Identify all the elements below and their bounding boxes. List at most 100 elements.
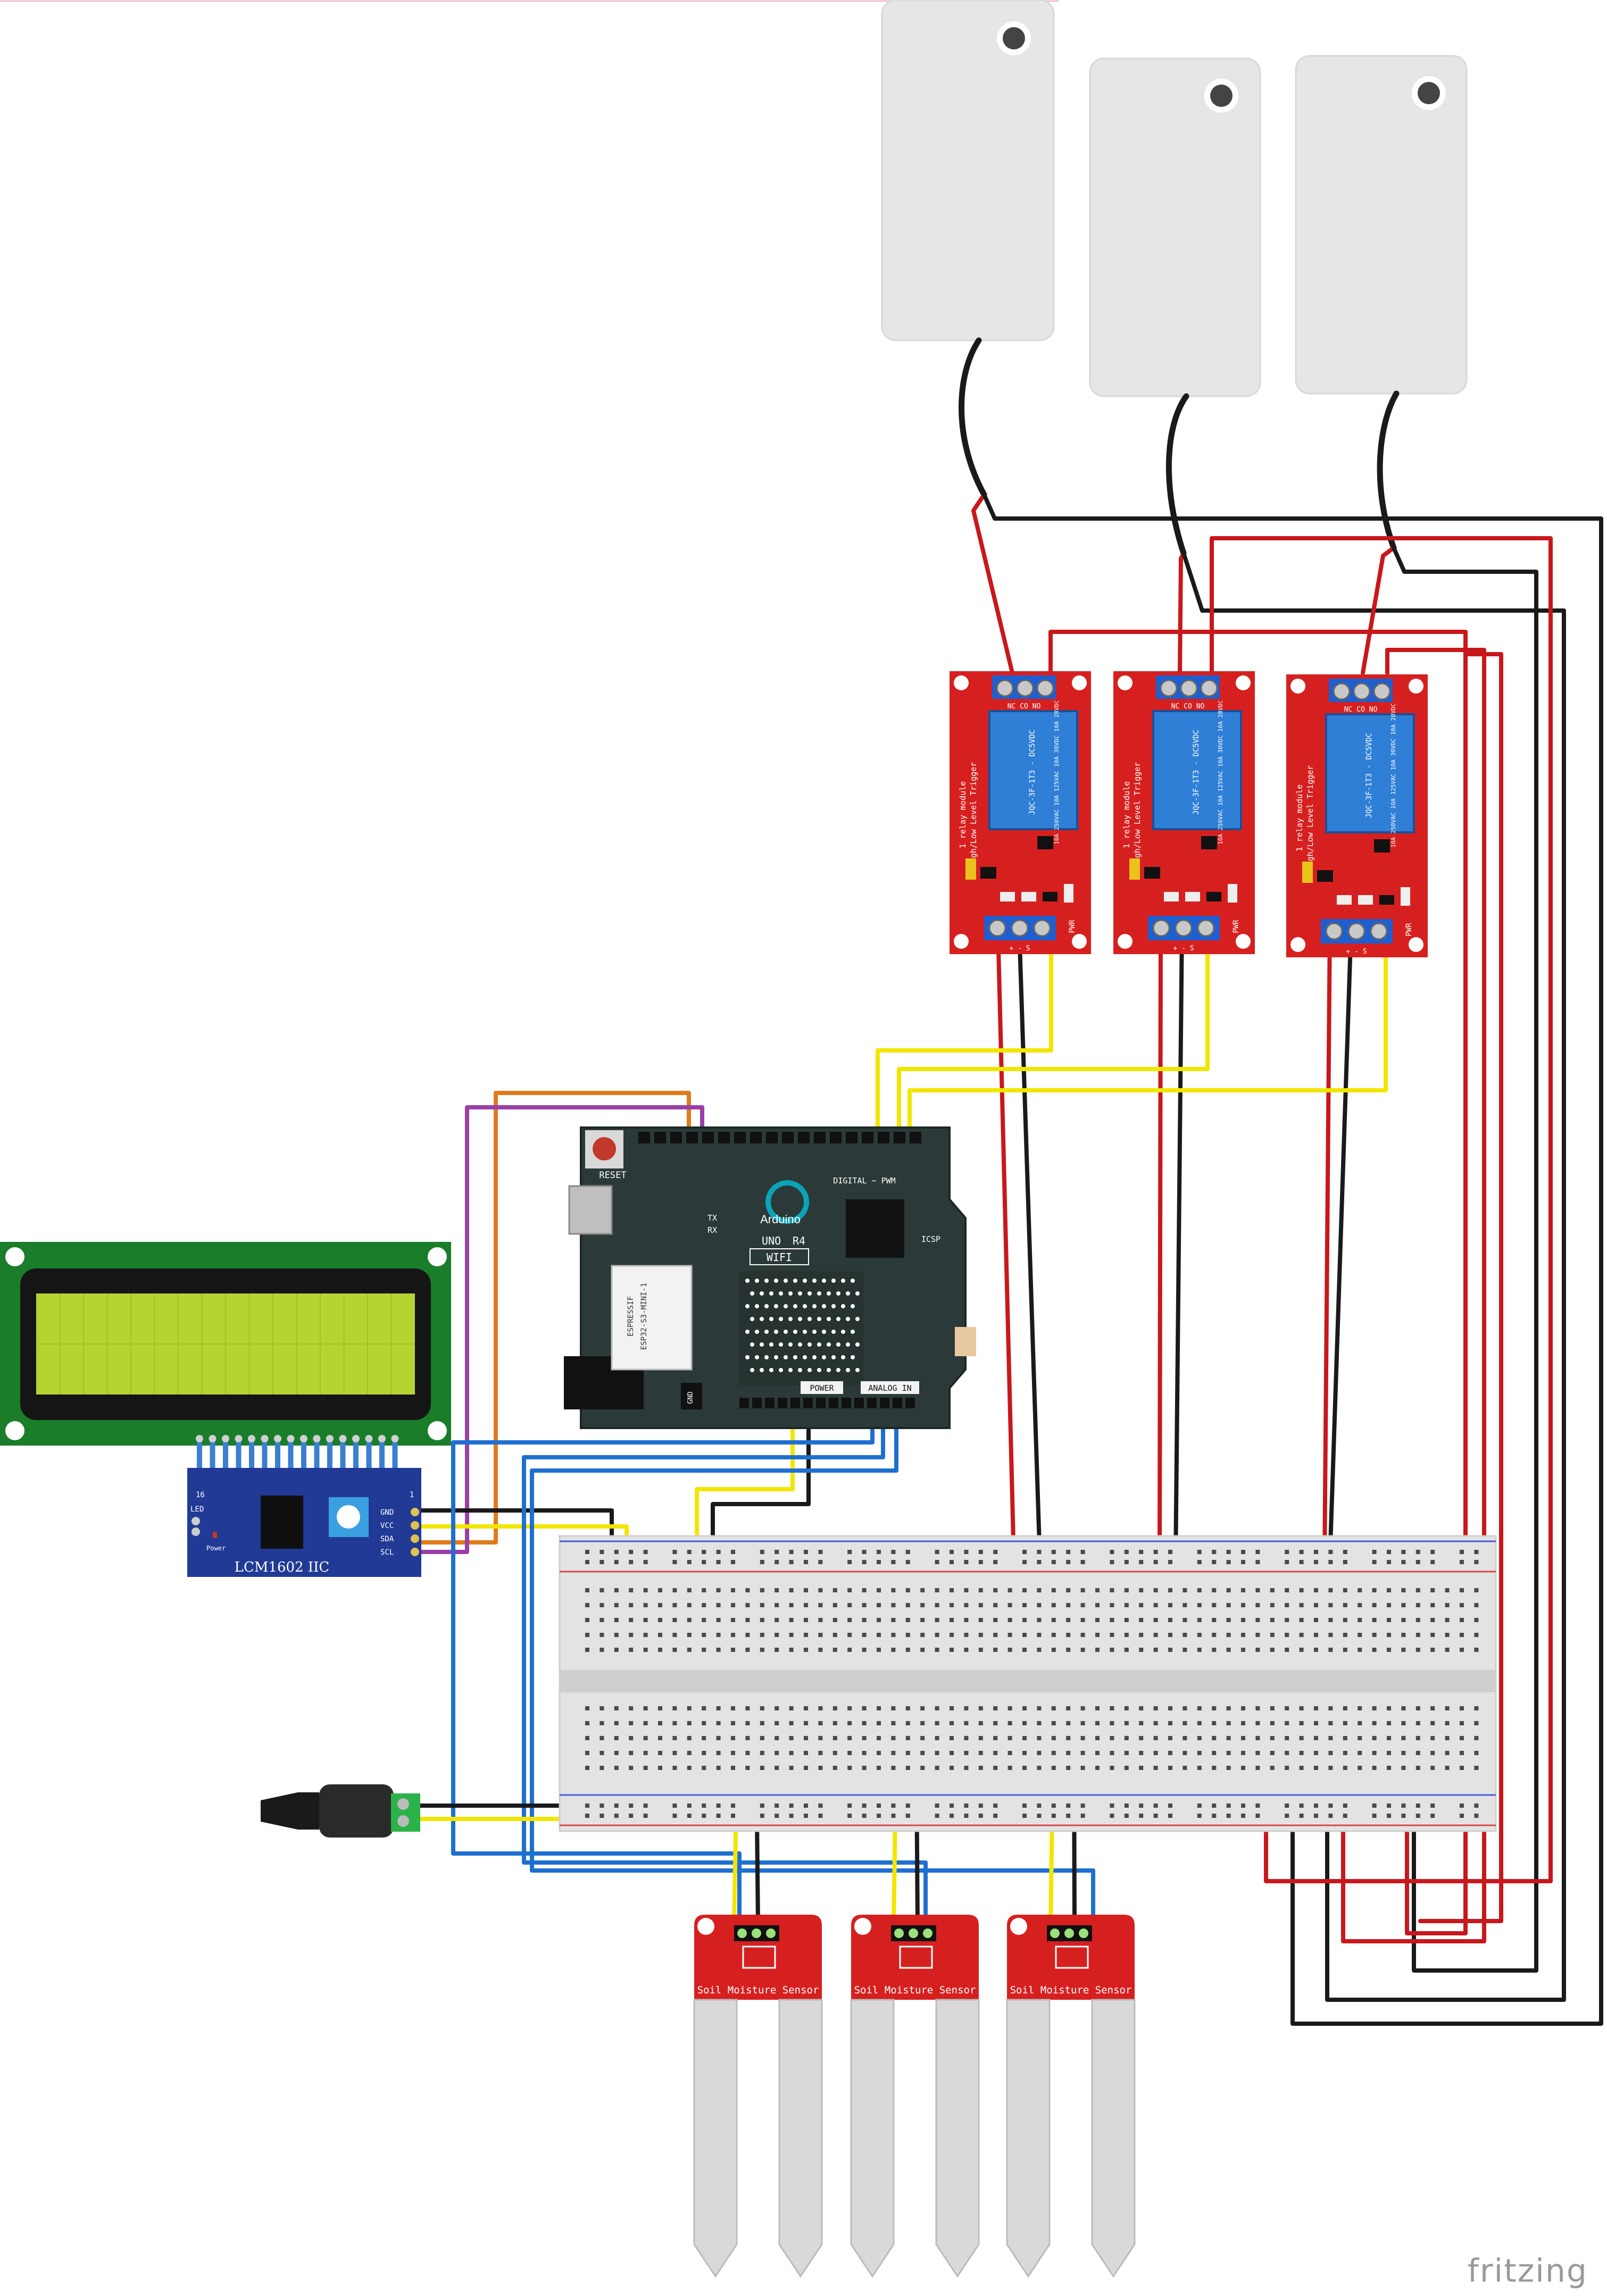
wire-relay2-signal xyxy=(897,926,1210,1146)
sensor-label: Soil Moisture Sensor xyxy=(1010,1984,1132,1996)
wire-sensor2-signal xyxy=(522,1394,928,1927)
pump-body xyxy=(881,0,1055,341)
relay-pwr-label: PWR xyxy=(1405,923,1413,937)
wires-back xyxy=(413,492,1603,2026)
water-pump-2 xyxy=(1089,57,1261,397)
sensor-probe-right xyxy=(935,1999,980,2278)
led-matrix xyxy=(738,1271,863,1385)
pump-1-cable xyxy=(959,337,987,498)
pin-scl: SCL xyxy=(380,1548,394,1557)
mount-hole xyxy=(1072,675,1087,690)
relay-top-pins: NC CO NO xyxy=(1344,706,1378,714)
water-pump-3 xyxy=(1295,55,1468,395)
qwiic-connector xyxy=(955,1327,976,1356)
wire-relay1-vcc xyxy=(996,926,1016,1563)
wire-relay3-vcc xyxy=(1322,926,1332,1563)
pump-2-cable xyxy=(1165,393,1189,556)
arduino-brand: Arduino xyxy=(760,1213,801,1226)
sensor-probe-right xyxy=(778,1999,823,2278)
wire-relay2-no xyxy=(1210,536,1553,1883)
wire-pump2-red xyxy=(1178,551,1186,675)
esp32-module xyxy=(611,1265,693,1371)
sensor-board xyxy=(851,1915,979,2000)
arduino-variant: WIFI xyxy=(767,1251,792,1264)
arduino-logo xyxy=(765,1180,809,1224)
rx-label: RX xyxy=(707,1225,717,1235)
icsp-label: ICSP xyxy=(921,1234,940,1244)
relay-sublabel: High/Low Level Trigger xyxy=(1305,765,1315,871)
pin-vcc: VCC xyxy=(380,1522,394,1530)
pin-sda: SDA xyxy=(380,1535,394,1543)
jack-body xyxy=(319,1784,394,1838)
wire-relay2-gnd xyxy=(1173,926,1184,1563)
relay-coil xyxy=(1152,710,1242,830)
relay-rating: 10A 250VAC 10A 125VAC 10A 30VDC 10A 28VD… xyxy=(1053,700,1060,845)
wire-sensor1-signal xyxy=(451,1394,875,1927)
pin-1-label: 1 xyxy=(410,1491,414,1499)
main-mcu xyxy=(846,1199,904,1258)
relay-part: JQC-3F-1T3 - DC5VDC xyxy=(1192,730,1201,815)
relay-label: 1 relay module xyxy=(958,781,968,848)
i2c-backpack: 16 1 LED Power LCM1602 IIC GND VCC SDA S… xyxy=(187,1468,421,1577)
wire-relay3-rail xyxy=(1418,652,1503,1923)
breadboard-holes xyxy=(585,1550,1479,1818)
fritzing-watermark: fritzing xyxy=(1467,2252,1588,2290)
relay-module-3: JQC-3F-1T3 - DC5VDC 10A 250VAC 10A 125VA… xyxy=(1286,674,1428,957)
tx-label: TX xyxy=(707,1213,717,1223)
arduino-uno-r4-wifi: RESET ESPRESSIF ESP32-S3-MINI-1 Arduino … xyxy=(564,1126,976,1429)
relay-sublabel: High/Low Level Trigger xyxy=(969,762,978,868)
wire-relay3-gnd xyxy=(1328,926,1353,1563)
sensor-label: Soil Moisture Sensor xyxy=(697,1984,819,1996)
wire-arduino-gnd xyxy=(711,1394,811,1558)
mount-hole xyxy=(954,675,969,690)
dc-power-jack xyxy=(261,1784,420,1838)
lcd-header-pins xyxy=(196,1435,399,1471)
relay-pwr-label: PWR xyxy=(1068,920,1077,933)
center-channel xyxy=(560,1670,1496,1692)
pump-port-hole xyxy=(1210,85,1233,107)
wire-relay3-signal xyxy=(907,926,1388,1146)
pump-3-cable xyxy=(1377,390,1400,551)
breadboard xyxy=(559,1535,1497,1832)
wire-relay3-no xyxy=(1341,648,1486,1943)
sensor-board xyxy=(694,1915,822,2000)
power-led-label: Power xyxy=(206,1544,226,1552)
i2c-board xyxy=(187,1468,421,1577)
module-label-2: ESP32-S3-MINI-1 xyxy=(640,1283,648,1350)
relay-pwr-label: PWR xyxy=(1232,920,1240,933)
sensor-probe-left xyxy=(1006,1999,1051,2278)
analog-label: ANALOG IN xyxy=(868,1383,911,1393)
sensor-label: Soil Moisture Sensor xyxy=(854,1984,976,1996)
relay-label: 1 relay module xyxy=(1295,784,1304,851)
wire-relay1-no xyxy=(1048,630,1468,1935)
sensor-probe-right xyxy=(1091,1999,1136,2278)
power-analog-header xyxy=(739,1398,915,1408)
relay-part: JQC-3F-1T3 - DC5VDC xyxy=(1365,733,1373,818)
arduino-model: UNO xyxy=(762,1234,781,1247)
relay-label: 1 relay module xyxy=(1122,781,1131,848)
pin-gnd: GND xyxy=(380,1508,394,1517)
pump-port-hole xyxy=(1418,82,1440,104)
relay-bottom-pins: + - S xyxy=(1346,948,1367,956)
wire-sensor3-signal xyxy=(530,1394,1095,1927)
relay-coil xyxy=(988,710,1078,830)
soil-moisture-sensor-2: Soil Moisture Sensor xyxy=(850,1915,980,2278)
digital-header xyxy=(638,1132,921,1143)
wire-relay2-vcc xyxy=(1158,926,1163,1563)
relay-rating: 10A 250VAC 10A 125VAC 10A 30VDC 10A 28VD… xyxy=(1217,700,1224,845)
gnd-label: GND xyxy=(687,1391,695,1404)
soil-moisture-sensor-3: Soil Moisture Sensor xyxy=(1006,1915,1136,2278)
pump-cables xyxy=(959,337,1400,556)
relay-bottom-pins: + - S xyxy=(1009,945,1030,953)
usb-c-port xyxy=(568,1185,613,1235)
relay-bottom-pins: + - S xyxy=(1173,945,1194,953)
wire-pump2-black xyxy=(1181,551,1566,2002)
mount-hole xyxy=(954,934,969,949)
relay-sublabel: High/Low Level Trigger xyxy=(1133,762,1142,868)
lcd-character-grid xyxy=(36,1293,415,1395)
wire-pump1-red xyxy=(971,492,1014,675)
wire-relay1-gnd xyxy=(1017,926,1042,1563)
reset-button[interactable] xyxy=(593,1137,616,1160)
relay-coil xyxy=(1325,713,1415,833)
